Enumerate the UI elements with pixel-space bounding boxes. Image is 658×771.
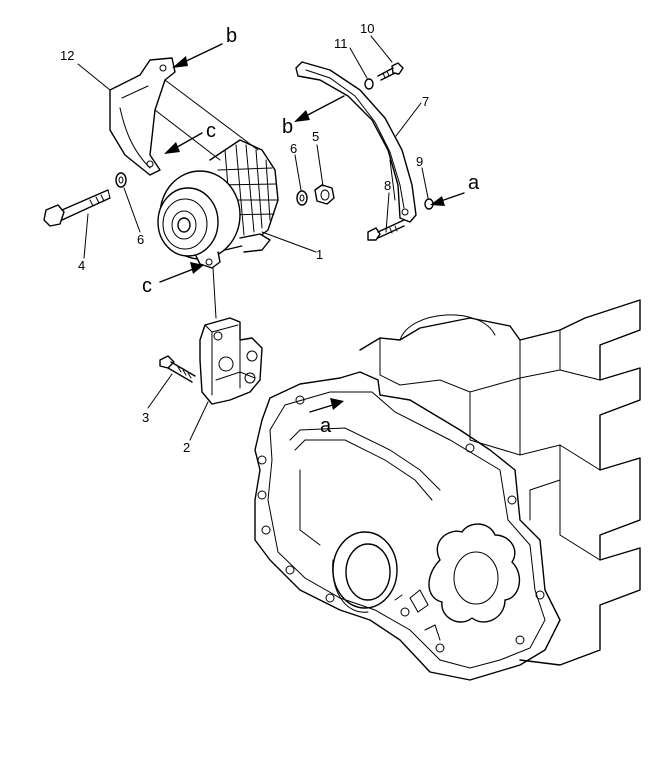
washer-6-right [296, 190, 308, 206]
callout-2: 2 [183, 440, 190, 455]
bolt-4 [43, 189, 111, 227]
adjusting-strap [295, 61, 417, 223]
callout-6-left: 6 [137, 232, 144, 247]
callout-6-right: 6 [290, 141, 297, 156]
callout-10: 10 [360, 21, 374, 36]
ref-c-low: c [142, 275, 152, 297]
reference-arrows [159, 43, 465, 413]
leader-lines [77, 35, 429, 441]
washer-6-left [115, 172, 127, 188]
ref-a-right: a [468, 172, 480, 194]
belt-cover [109, 57, 259, 176]
bolt-8 [367, 219, 405, 241]
callout-5: 5 [312, 129, 319, 144]
callout-1: 1 [316, 247, 323, 262]
ref-b-top: b [226, 25, 237, 47]
lockwasher-11 [364, 78, 374, 90]
callout-7: 7 [422, 94, 429, 109]
ref-a-engine: a [320, 415, 332, 437]
callout-numbers: 12 4 6 1 6 5 3 2 8 9 7 11 10 [60, 21, 429, 455]
callout-11: 11 [334, 36, 348, 51]
bolt-10 [377, 62, 404, 81]
callout-8: 8 [384, 178, 391, 193]
callout-3: 3 [142, 410, 149, 425]
ref-c-mid: c [206, 120, 216, 142]
alternator-bracket [199, 317, 263, 405]
callout-4: 4 [78, 258, 85, 273]
bolt-3 [159, 355, 196, 383]
nut-5 [314, 184, 335, 205]
alternator [157, 139, 279, 269]
engine-block [254, 299, 641, 681]
reference-letters: b c b c a a [142, 25, 480, 437]
ref-b-mid: b [282, 116, 293, 138]
callout-9: 9 [416, 154, 423, 169]
callout-12: 12 [60, 48, 74, 63]
